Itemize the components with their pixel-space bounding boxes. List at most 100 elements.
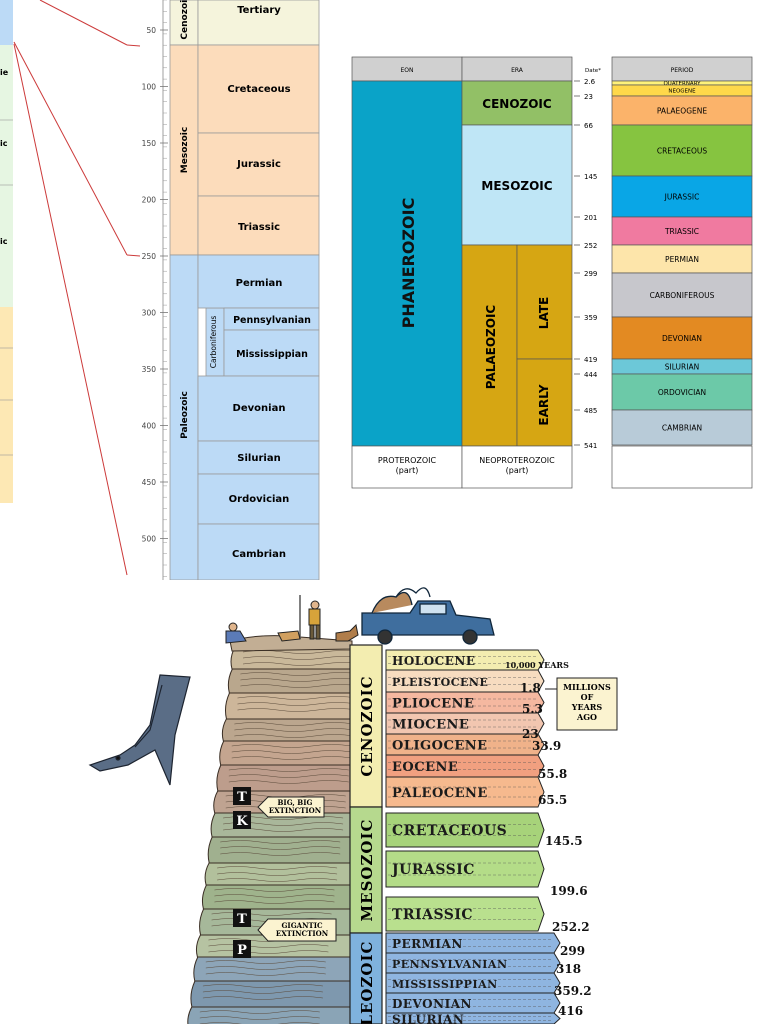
date-label: 359: [584, 314, 597, 322]
period-label: SILURIAN: [665, 363, 699, 372]
date-label: 419: [584, 356, 597, 364]
age-label: 23: [522, 727, 539, 741]
era-paleozoic: PALEOZOIC: [358, 941, 376, 1024]
period-permian: Permian: [236, 278, 283, 289]
date-label: 23: [584, 93, 593, 101]
period-label: PERMIAN: [665, 255, 699, 264]
age-label: 33.9: [532, 739, 561, 753]
axis-tick-label: 400: [142, 422, 157, 431]
epoch-label: PALEOCENE: [392, 786, 488, 801]
period-label: CRETACEOUS: [657, 147, 708, 156]
era-cenozoic: CENOZOIC: [482, 97, 552, 111]
carboniferous-label: Carboniferous: [209, 316, 218, 369]
era-neoproterozoic: NEOPROTEROZOIC(part): [479, 456, 555, 475]
axis-tick-label: 500: [142, 535, 157, 544]
axis-tick-label: 200: [142, 196, 157, 205]
period-label: QUATERNARY: [663, 81, 701, 87]
period-label: TRIASSIC: [664, 227, 699, 236]
date-label: 541: [584, 442, 597, 450]
axis-tick-label: 350: [142, 365, 157, 374]
period-tertiary: Tertiary: [237, 5, 281, 16]
axis-tick-label: 250: [142, 252, 157, 261]
period-silurian: Silurian: [237, 453, 280, 464]
age-label: 1.8: [520, 681, 541, 695]
age-label: 252.2: [552, 920, 590, 934]
left-strip-green: [0, 45, 13, 307]
paleontologists-icon: [225, 595, 321, 644]
date-column: 2.6 23 66 145 201 252 299 359 419 444 485 541: [574, 78, 598, 450]
date-label: 252: [584, 242, 597, 250]
epoch-label: HOLOCENE: [392, 654, 476, 668]
epoch-label: PERMIAN: [392, 937, 463, 951]
rock-strata: [187, 635, 364, 1024]
truck-icon: [361, 587, 495, 645]
cut-label: ic: [0, 237, 8, 246]
date-label: 201: [584, 214, 597, 222]
epoch-label: PLEISTOCENE: [392, 676, 488, 689]
date-label: 145: [584, 173, 597, 181]
era-cenozoic: Cenozoic: [180, 0, 190, 40]
period-label: DEVONIAN: [662, 334, 702, 343]
header-era: ERA: [511, 67, 524, 74]
strata-illustration: CENOZOIC MESOZOIC PALEOZOIC HOLOCENE PLEI…: [88, 587, 618, 1024]
period-label: ORDOVICIAN: [658, 388, 706, 397]
period-devonian: Devonian: [233, 403, 286, 414]
header-date: Date*: [585, 68, 601, 74]
axis-tick-label: 300: [142, 309, 157, 318]
boundary-letter: T: [237, 790, 247, 805]
period-label: CARBONIFEROUS: [650, 291, 715, 300]
eon-phanerozoic-cell: [351, 80, 463, 447]
age-label: 416: [558, 1004, 583, 1018]
boundary-letter: T: [237, 912, 247, 927]
era-late: LATE: [537, 297, 551, 329]
age-label: 55.8: [538, 767, 567, 781]
age-label: 318: [556, 962, 581, 976]
epoch-label: JURASSIC: [390, 862, 475, 878]
period-jurassic: Jurassic: [236, 159, 281, 170]
date-label: 2.6: [584, 78, 596, 86]
axis-tick-label: 100: [142, 83, 157, 92]
era-palaeozoic: PALAEOZOIC: [484, 305, 498, 390]
boundary-letter: P: [237, 943, 247, 958]
epoch-label: MIOCENE: [392, 718, 469, 733]
period-label: CAMBRIAN: [662, 424, 702, 433]
period-triassic: Triassic: [238, 222, 280, 233]
period-label: JURASSIC: [664, 193, 700, 202]
era-mesozoic: MESOZOIC: [358, 819, 376, 922]
epoch-label: EOCENE: [392, 760, 458, 775]
date-label: 66: [584, 122, 593, 130]
era-mesozoic: MESOZOIC: [481, 179, 552, 193]
period-column: QUATERNARY NEOGENE PALAEOGENE CRETACEOUS JUR…: [611, 80, 753, 446]
epoch-label: CRETACEOUS: [392, 823, 507, 839]
axis-tick-label: 450: [142, 478, 157, 487]
dog-icon: [335, 623, 359, 642]
epoch-label: OLIGOCENE: [392, 739, 488, 754]
epoch-label: SILURIAN: [392, 1013, 464, 1024]
age-label: 5.3: [522, 702, 543, 716]
epoch-label: PLIOCENE: [392, 697, 474, 712]
axis-tick-label: 50: [146, 26, 156, 35]
connector-lines: [13, 0, 141, 576]
age-label: 359.2: [554, 984, 592, 998]
date-label: 444: [584, 371, 598, 379]
age-label: 10,000 YEARS: [505, 660, 569, 670]
epoch-label: PENNSYLVANIAN: [392, 958, 508, 971]
boundary-letter: K: [236, 814, 248, 829]
era-early: EARLY: [537, 384, 551, 426]
date-label: 299: [584, 270, 597, 278]
epoch-label: TRIASSIC: [392, 907, 473, 923]
epoch-label: DEVONIAN: [392, 997, 472, 1011]
era-cenozoic: CENOZOIC: [358, 675, 376, 776]
header-eon: EON: [400, 67, 413, 74]
epoch-label: MISSISSIPPIAN: [392, 978, 498, 991]
period-label: NEOGENE: [668, 89, 696, 95]
epoch-bands: HOLOCENE PLEISTOCENE PLIOCENE MIOCENE OLIGOC…: [385, 649, 561, 1024]
date-label: 485: [584, 407, 597, 415]
period-label: PALAEOGENE: [657, 107, 707, 116]
